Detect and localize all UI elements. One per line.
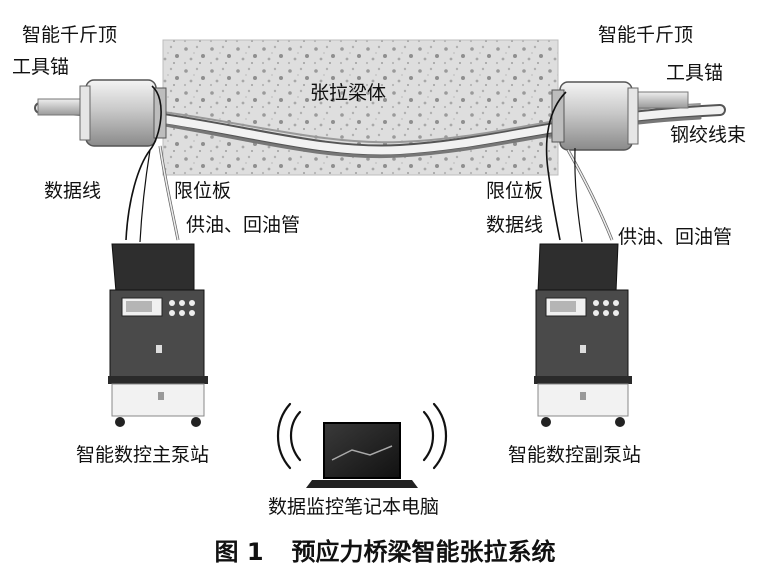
label-jack-left: 智能千斤顶: [22, 24, 118, 46]
right-cables: [545, 91, 614, 243]
figure-caption: 图 1 预应力桥梁智能张拉系统: [0, 532, 770, 567]
left-cables: [125, 85, 180, 243]
label-main-pump: 智能数控主泵站: [76, 444, 210, 466]
label-limit-plate-left: 限位板: [174, 180, 232, 202]
right-intelligent-jack: [551, 81, 639, 151]
label-sub-pump: 智能数控副泵站: [508, 444, 642, 466]
monitoring-laptop: [306, 422, 418, 488]
left-intelligent-jack: [79, 79, 167, 147]
main-pump-station: [108, 243, 208, 427]
left-rod: [37, 98, 87, 116]
label-oil-pipe-right: 供油、回油管: [618, 226, 733, 248]
wireless-signal-icon: [277, 402, 447, 470]
label-data-line-right: 数据线: [486, 214, 544, 236]
label-anchor-left: 工具锚: [12, 56, 70, 78]
label-data-line-left: 数据线: [44, 180, 102, 202]
label-strand: 钢绞线束: [670, 124, 747, 146]
figure-title: 预应力桥梁智能张拉系统: [291, 538, 556, 566]
label-limit-plate-right: 限位板: [486, 180, 544, 202]
label-laptop: 数据监控笔记本电脑: [268, 496, 440, 518]
sub-pump-station: [534, 243, 632, 427]
label-jack-right: 智能千斤顶: [598, 24, 694, 46]
figure-number: 图 1: [214, 538, 264, 566]
label-anchor-right: 工具锚: [666, 62, 724, 84]
label-beam: 张拉梁体: [310, 82, 387, 104]
label-oil-pipe-left: 供油、回油管: [186, 214, 301, 236]
